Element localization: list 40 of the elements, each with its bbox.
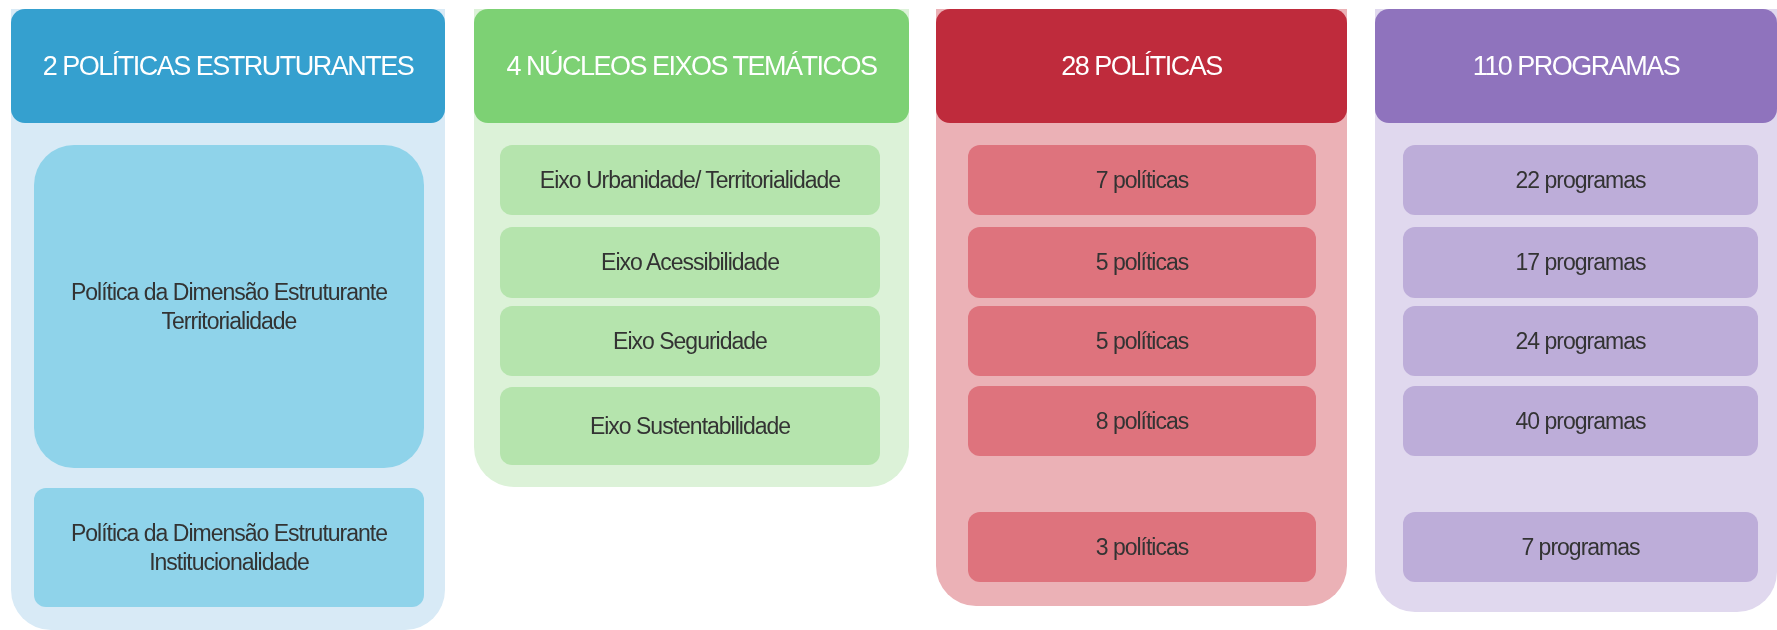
category-box	[500, 306, 880, 376]
box-text: 40 programas	[1515, 406, 1646, 436]
box-text: 17 programas	[1515, 248, 1646, 277]
category-box	[34, 145, 424, 468]
column-panel	[474, 9, 909, 487]
category-box	[1403, 512, 1758, 582]
box-text: Eixo Acessibilidade	[601, 248, 779, 277]
column-header: 2 POLÍTICAS ESTRUTURANTES	[11, 9, 445, 123]
column-header: 110 PROGRAMAS	[1375, 9, 1777, 123]
column-header: 28 POLÍTICAS	[936, 9, 1347, 123]
category-box	[34, 488, 424, 607]
box-text: Eixo Seguridade	[613, 326, 767, 356]
box-text: 5 políticas	[1095, 248, 1189, 277]
column-panel	[11, 9, 445, 630]
box-text: Eixo Urbanidade/ Territorialidade	[539, 165, 841, 195]
box-text: Eixo Sustentabilidade	[589, 411, 791, 441]
column-panel	[936, 9, 1347, 606]
category-box	[500, 387, 880, 465]
category-box	[1403, 227, 1758, 298]
category-box	[968, 386, 1316, 456]
category-box	[500, 227, 880, 298]
category-box	[968, 145, 1316, 215]
category-box	[1403, 145, 1758, 215]
box-text: 7 políticas	[1095, 165, 1189, 195]
category-box	[968, 512, 1316, 582]
box-text: 24 programas	[1515, 326, 1646, 356]
box-text: 22 programas	[1515, 165, 1646, 195]
box-text: 7 programas	[1521, 532, 1640, 562]
box-text: 8 políticas	[1095, 406, 1189, 436]
category-box	[968, 306, 1316, 376]
category-box	[968, 227, 1316, 298]
box-text: Política da Dimensão Estruturante Institucionalidade	[70, 518, 388, 577]
category-box	[500, 145, 880, 215]
box-text: 5 políticas	[1095, 326, 1189, 356]
box-text: Política da Dimensão Estruturante Territorialidade	[70, 277, 388, 336]
column-header: 4 NÚCLEOS EIXOS TEMÁTICOS	[474, 9, 909, 123]
column-panel	[1375, 9, 1777, 612]
box-text: 3 políticas	[1095, 532, 1189, 562]
category-box	[1403, 306, 1758, 376]
category-box	[1403, 386, 1758, 456]
